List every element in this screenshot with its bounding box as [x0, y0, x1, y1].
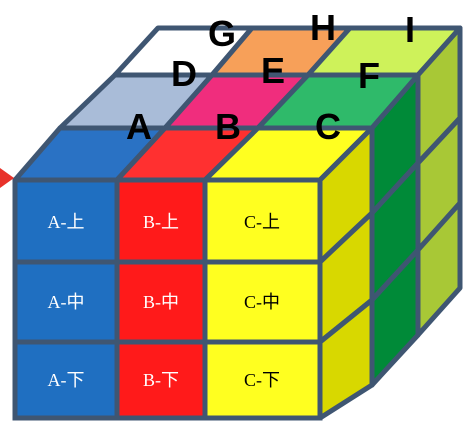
- arrow-icon: [0, 168, 14, 188]
- label-c-mid: C‐中: [244, 292, 280, 312]
- label-a-mid: A‐中: [48, 292, 85, 312]
- label-c-top: C‐上: [244, 212, 280, 232]
- label-c-bot: C‐下: [244, 370, 280, 390]
- label-b-top: B‐上: [143, 212, 179, 232]
- big-label-g: G: [208, 13, 236, 54]
- cell-c-top: [202, 177, 323, 265]
- top-layer-middle: [57, 72, 421, 131]
- big-labels: G H I D E F A B C: [126, 7, 415, 147]
- label-a-top: A‐上: [48, 212, 85, 232]
- top-layer-front: [12, 125, 375, 183]
- right-side-back: [415, 25, 463, 338]
- big-label-i: I: [405, 9, 415, 50]
- big-label-e: E: [261, 50, 285, 91]
- big-label-d: D: [171, 53, 197, 94]
- big-label-a: A: [126, 106, 152, 147]
- label-a-bot: A‐下: [48, 370, 85, 390]
- front-faces: [12, 177, 323, 421]
- right-side-middle: [369, 72, 421, 388]
- big-label-b: B: [215, 106, 241, 147]
- label-b-bot: B‐下: [143, 370, 179, 390]
- cell-c-mid: [202, 259, 323, 345]
- cell-c-bot: [202, 339, 323, 421]
- cell-labels: A‐上 B‐上 C‐上 A‐中 B‐中 C‐中 A‐下 B‐下 C‐下: [48, 212, 281, 390]
- label-b-mid: B‐中: [143, 292, 179, 312]
- right-side-front: [317, 125, 375, 421]
- cell-b-bot: [114, 339, 208, 421]
- big-label-f: F: [358, 55, 380, 96]
- top-layer-back: [112, 25, 463, 78]
- big-label-c: C: [315, 106, 341, 147]
- big-label-h: H: [310, 7, 336, 48]
